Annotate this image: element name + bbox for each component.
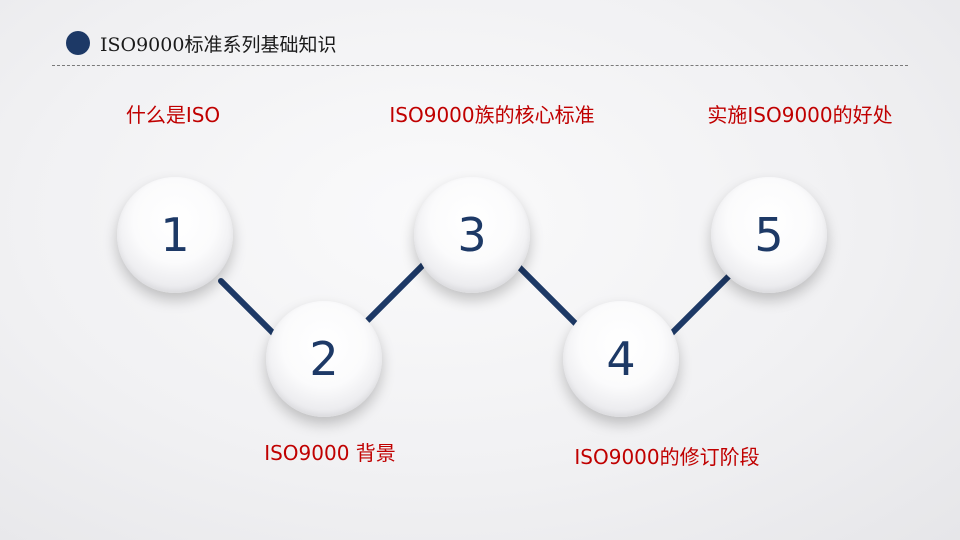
header-divider [52, 65, 908, 66]
step-label-2[interactable]: ISO9000 背景 [264, 441, 396, 465]
step-number-2: 2 [309, 332, 339, 386]
step-number-3: 3 [457, 208, 487, 262]
step-number-5: 5 [754, 208, 784, 262]
connector-2-3 [365, 261, 427, 323]
step-circle-5[interactable]: 5 [711, 177, 827, 293]
step-circle-3[interactable]: 3 [414, 177, 530, 293]
step-number-4: 4 [606, 332, 636, 386]
page-title: ISO9000标准系列基础知识 [100, 34, 337, 56]
header-bullet-dot [66, 31, 90, 55]
step-circle-1[interactable]: 1 [117, 177, 233, 293]
step-circle-2[interactable]: 2 [266, 301, 382, 417]
step-label-5[interactable]: 实施ISO9000的好处 [707, 103, 893, 127]
step-circle-4[interactable]: 4 [563, 301, 679, 417]
step-label-1[interactable]: 什么是ISO [125, 103, 221, 127]
connector-4-5 [662, 272, 733, 343]
connector-3-4 [513, 261, 583, 331]
step-number-1: 1 [160, 208, 190, 262]
step-label-4[interactable]: ISO9000的修订阶段 [574, 445, 760, 469]
step-label-3[interactable]: ISO9000族的核心标准 [389, 103, 595, 127]
